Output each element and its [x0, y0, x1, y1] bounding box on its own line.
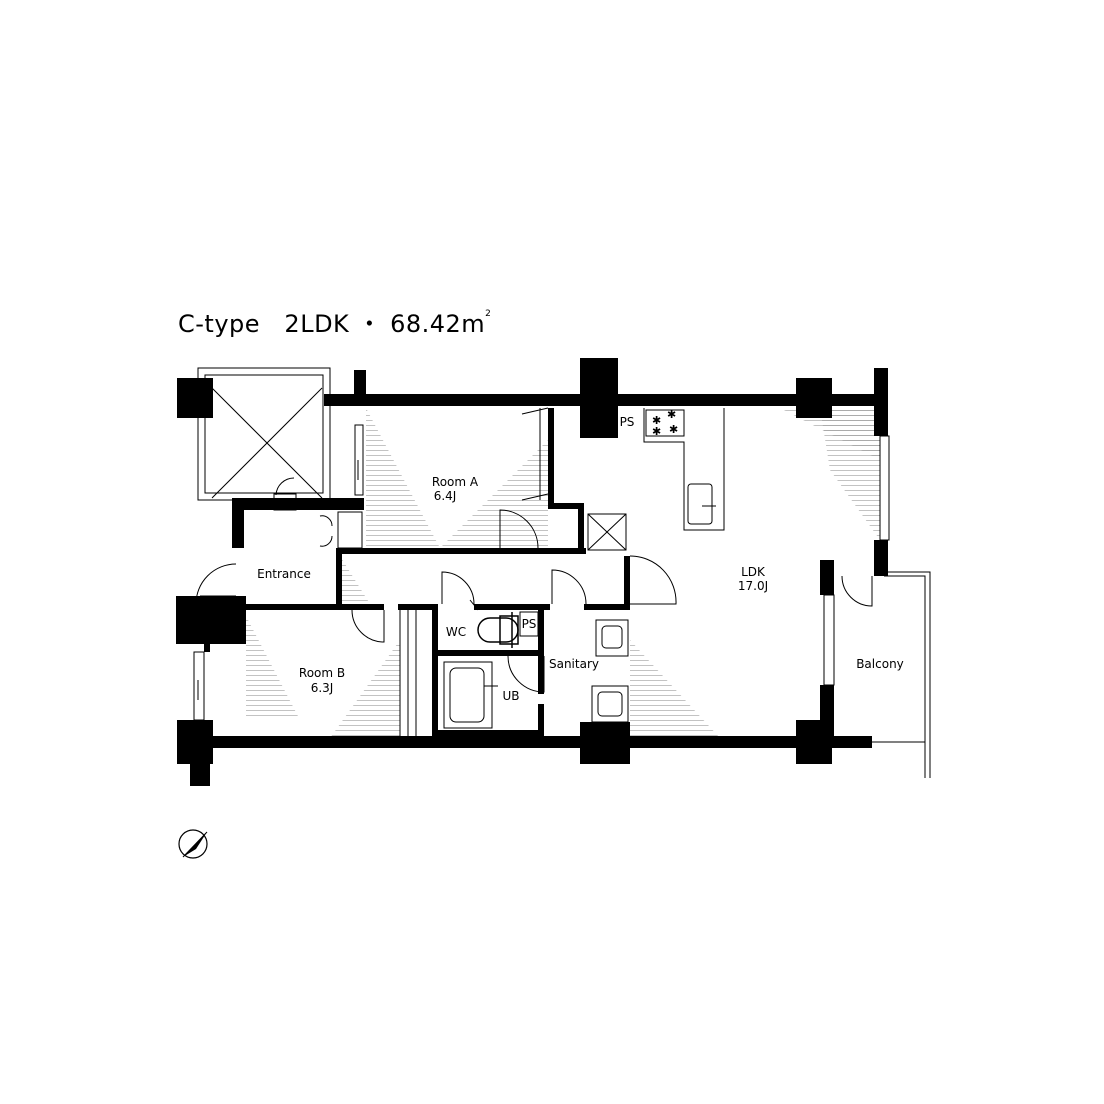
bathtub-icon — [443, 661, 498, 729]
plan-title: C-type 2LDK ・ 68.42m2 — [178, 309, 492, 338]
kitchen-sink-icon — [595, 619, 629, 657]
plan-area-unit: m — [461, 310, 486, 338]
gas-stove-icon: ✱ ✱ ✱ ✱ — [645, 408, 685, 438]
room-a-size: 6.4J — [434, 489, 457, 503]
plan-type: C-type — [178, 310, 261, 338]
plan-area-unit-sup: 2 — [485, 309, 492, 319]
service-void — [197, 367, 331, 511]
ps-label-kitchen: PS — [620, 415, 635, 429]
ldk-size: 17.0J — [738, 579, 768, 593]
ps-label-wc: PS — [522, 617, 537, 631]
balcony-outline — [872, 571, 931, 778]
svg-text:✱: ✱ — [652, 414, 661, 427]
plan-layout: 2LDK — [284, 310, 350, 338]
washing-machine — [591, 685, 629, 723]
closet-frames — [319, 407, 627, 736]
door-swings — [195, 509, 873, 693]
wc-label: WC — [446, 625, 466, 639]
mb-label: MB — [204, 613, 223, 627]
north-arrow-icon — [178, 829, 208, 859]
entrance-label: Entrance — [257, 567, 311, 581]
room-a-name: Room A — [432, 475, 479, 489]
sanitary-label: Sanitary — [549, 657, 599, 671]
balcony-label: Balcony — [856, 657, 904, 671]
floor-hatching — [246, 408, 880, 738]
ldk-name: LDK — [741, 565, 766, 579]
plan-separator: ・ — [357, 310, 382, 338]
room-b-size: 6.3J — [311, 681, 334, 695]
svg-text:✱: ✱ — [652, 425, 661, 438]
ub-label: UB — [502, 689, 519, 703]
svg-text:✱: ✱ — [669, 423, 678, 436]
plan-area: 68.42 — [390, 310, 462, 338]
walls — [176, 358, 888, 786]
room-b-name: Room B — [299, 666, 345, 680]
toilet-icon — [477, 612, 519, 648]
svg-text:✱: ✱ — [667, 408, 676, 421]
kitchen — [643, 408, 725, 531]
